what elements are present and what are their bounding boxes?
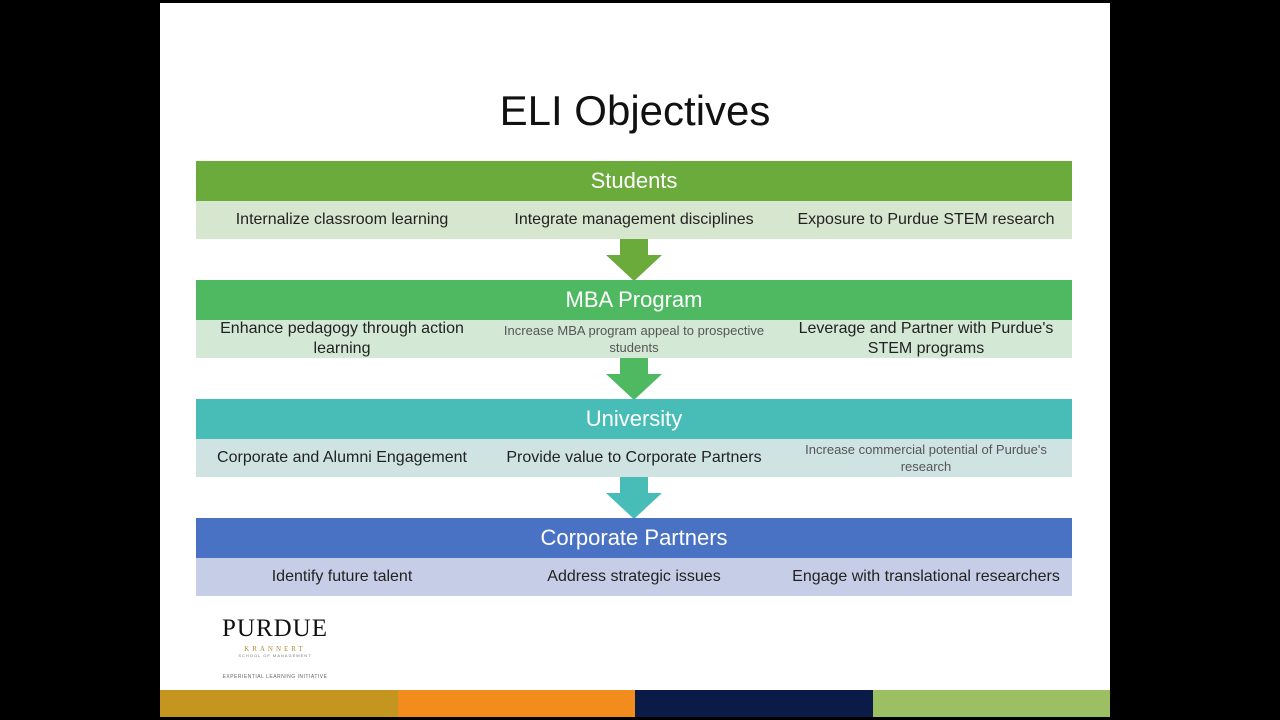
objective-cell: Enhance pedagogy through action learning <box>220 320 464 357</box>
section-header-mba-program: MBA Program <box>196 280 1072 320</box>
objective-cell: Integrate management disciplines <box>514 211 754 228</box>
down-arrow-icon <box>606 358 662 400</box>
section-header-students: Students <box>196 161 1072 201</box>
objective-cell: Identify future talent <box>271 568 413 585</box>
objective-cell: Exposure to Purdue STEM research <box>797 211 1055 228</box>
logo-wordmark: PURDUE <box>221 615 328 642</box>
logo-subtitle: KRANNERT <box>244 645 306 653</box>
footer-bar-navy <box>635 690 873 717</box>
section-row-corporate-partners: Identify future talent Address strategic… <box>196 558 1072 596</box>
objective-cell: Provide value to Corporate Partners <box>506 449 762 466</box>
objective-cell: Address strategic issues <box>547 568 721 585</box>
section-header-corporate-partners: Corporate Partners <box>196 518 1072 558</box>
section-mba-program: MBA Program Enhance pedagogy through act… <box>196 280 1072 358</box>
section-header-university: University <box>196 399 1072 439</box>
down-arrow-icon <box>606 477 662 519</box>
section-row-mba-program: Enhance pedagogy through action learning… <box>196 320 1072 358</box>
section-row-university: Corporate and Alumni Engagement Provide … <box>196 439 1072 477</box>
footer-bar-gold <box>160 690 398 717</box>
footer-color-bars <box>160 690 1110 717</box>
footer-bar-orange <box>397 690 635 717</box>
logo-tagline: EXPERIENTIAL LEARNING INITIATIVE <box>222 674 328 680</box>
section-row-students: Internalize classroom learning Integrate… <box>196 201 1072 239</box>
down-arrow-icon <box>606 239 662 281</box>
logo-school: SCHOOL OF MANAGEMENT <box>238 653 312 658</box>
section-corporate-partners: Corporate Partners Identify future talen… <box>196 518 1072 596</box>
objective-cell: Leverage and Partner with Purdue's STEM … <box>798 320 1054 357</box>
slide-title: ELI Objectives <box>499 87 771 134</box>
objective-cell: Increase commercial potential of Purdue'… <box>805 442 1047 474</box>
section-students: Students Internalize classroom learning … <box>196 161 1072 239</box>
objective-cell: Corporate and Alumni Engagement <box>217 449 467 466</box>
purdue-krannert-logo: PURDUE KRANNERT SCHOOL OF MANAGEMENT EXP… <box>220 615 370 681</box>
footer-bar-green <box>872 690 1110 717</box>
objective-cell: Internalize classroom learning <box>235 211 449 228</box>
slide: ELI Objectives Students Internalize clas… <box>160 3 1110 717</box>
objective-cell: Engage with translational researchers <box>792 568 1060 585</box>
section-university: University Corporate and Alumni Engageme… <box>196 399 1072 477</box>
objective-cell: Increase MBA program appeal to prospecti… <box>503 323 765 355</box>
